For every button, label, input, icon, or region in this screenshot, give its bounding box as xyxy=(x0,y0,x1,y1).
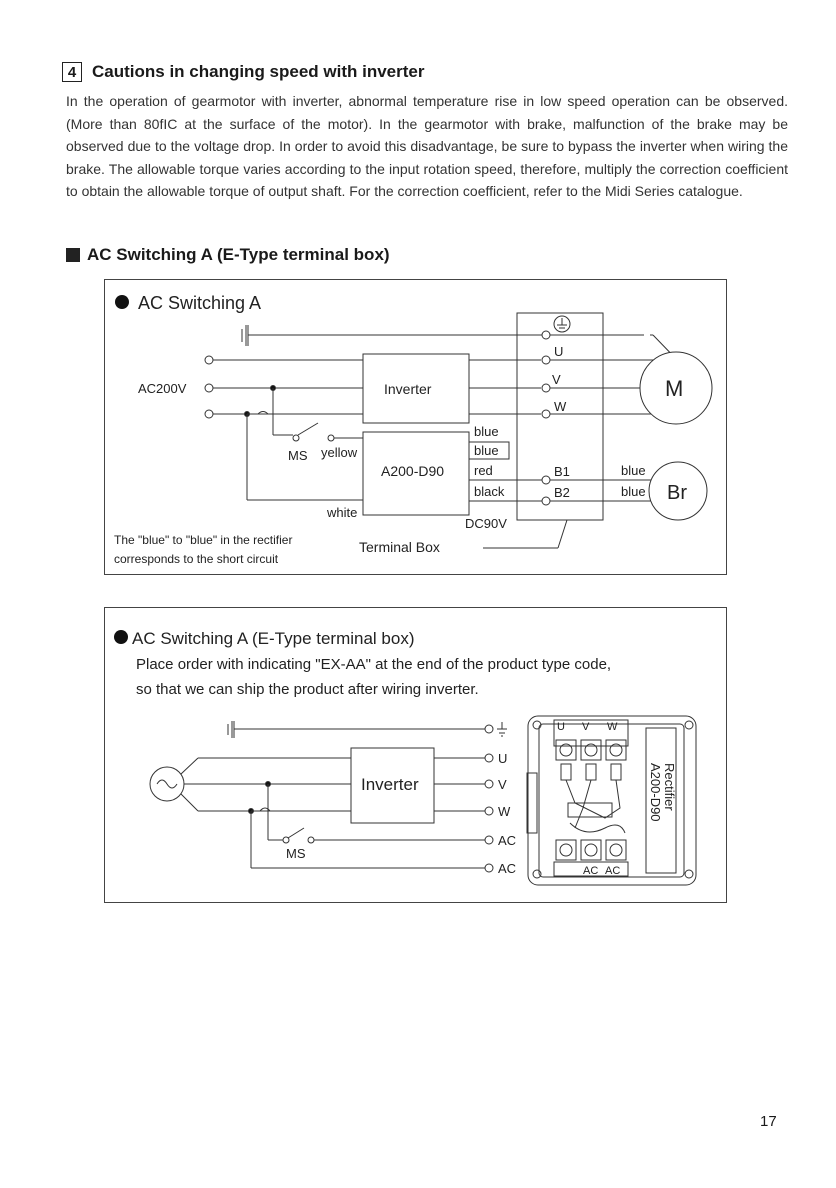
tb-top-w: W xyxy=(607,721,618,733)
terminal-ac2: AC xyxy=(498,861,516,876)
ms-switch xyxy=(287,827,305,839)
tb-bottom-ac1: AC xyxy=(583,865,598,877)
wire-white: white xyxy=(326,505,357,520)
inverter-box xyxy=(350,747,435,824)
desc-line1: Place order with indicating "EX-AA" at t… xyxy=(136,656,611,673)
wire-blue-b1: blue xyxy=(621,463,646,478)
terminal-box-label: Terminal Box xyxy=(359,539,440,555)
tb-top-u: U xyxy=(557,721,565,733)
page-number: 17 xyxy=(760,1113,777,1130)
tb-top-v: V xyxy=(582,721,590,733)
rectifier-label-1: Rectifier xyxy=(662,763,677,811)
diagram2-title: AC Switching A (E-Type terminal box) xyxy=(132,629,415,648)
bullet-icon xyxy=(115,295,129,309)
motor-circle xyxy=(639,351,713,425)
brake-circle xyxy=(648,461,708,521)
rectifier-label: A200-D90 xyxy=(381,463,444,479)
terminal-v: V xyxy=(552,372,561,387)
earth-icon xyxy=(553,315,571,333)
dc-label: DC90V xyxy=(465,516,507,531)
square-bullet-icon xyxy=(66,248,80,262)
subsection-heading: AC Switching A (E-Type terminal box) xyxy=(66,245,390,265)
note-line2: corresponds to the short circuit xyxy=(114,552,279,566)
rectifier-box xyxy=(362,431,470,516)
terminal-ac1: AC xyxy=(498,833,516,848)
diagram-ac-switching-a: AC Switching A AC200V Inverter U V W M M… xyxy=(104,279,727,575)
diagram1-title: AC Switching A xyxy=(138,293,261,313)
section-paragraph: In the operation of gearmotor with inver… xyxy=(66,93,788,199)
brake-label: Br xyxy=(667,482,687,504)
wire-blue-box: blue xyxy=(474,443,499,458)
terminal-box-illustration xyxy=(527,715,697,886)
tb-bottom-ac2: AC xyxy=(605,865,620,877)
note-line1: The "blue" to "blue" in the rectifier xyxy=(114,533,292,547)
section-heading: 4 Cautions in changing speed with invert… xyxy=(62,60,425,84)
terminal-box xyxy=(516,312,604,521)
terminal-v: V xyxy=(498,777,507,792)
blue-link-box xyxy=(468,441,510,460)
wire-blue-top: blue xyxy=(474,424,499,439)
diagram-ac-switching-a-etype: AC Switching A (E-Type terminal box) Pla… xyxy=(104,607,727,903)
section-title: Cautions in changing speed with inverter xyxy=(92,62,425,81)
inverter-label: Inverter xyxy=(361,775,419,794)
terminal-b2: B2 xyxy=(554,485,570,500)
ms-switch xyxy=(297,422,319,436)
terminal-u: U xyxy=(498,751,507,766)
desc-line2: so that we can ship the product after wi… xyxy=(136,681,479,698)
terminal-w: W xyxy=(554,399,567,414)
bullet-icon xyxy=(114,630,128,644)
terminal-w: W xyxy=(498,804,511,819)
subsection-title: AC Switching A (E-Type terminal box) xyxy=(87,245,390,264)
wire-black: black xyxy=(474,484,505,499)
terminal-b1: B1 xyxy=(554,464,570,479)
section-number: 4 xyxy=(62,62,82,82)
wire-blue-b2: blue xyxy=(621,484,646,499)
wire-red: red xyxy=(474,463,493,478)
inverter-label: Inverter xyxy=(384,381,432,397)
wire-yellow: yellow xyxy=(321,445,358,460)
motor-label: M xyxy=(665,376,683,401)
rectifier-label-2: A200-D90 xyxy=(648,763,663,822)
terminal-u: U xyxy=(554,344,563,359)
switch-label: MS xyxy=(288,448,308,463)
supply-label: AC200V xyxy=(138,381,187,396)
switch-label: MS xyxy=(286,846,306,861)
